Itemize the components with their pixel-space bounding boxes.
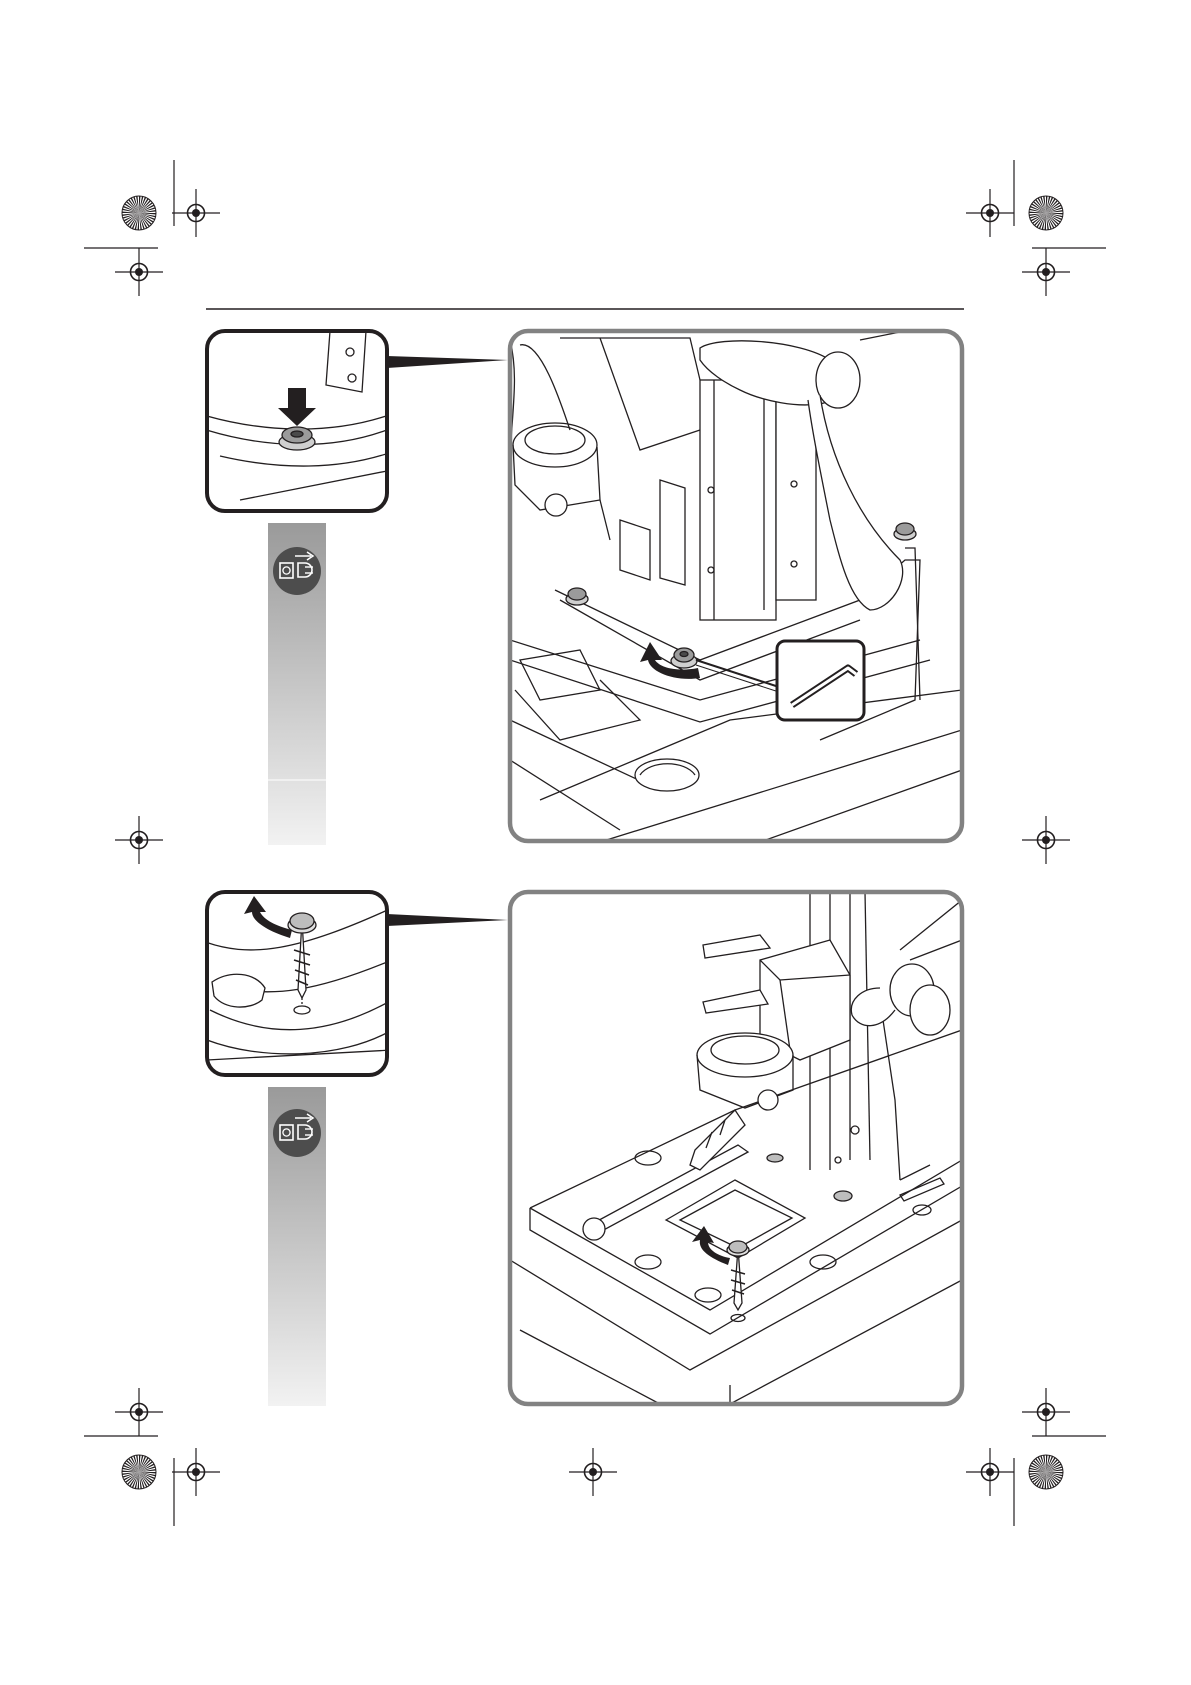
turn-arrow-icon — [244, 896, 292, 938]
hex-key-icon — [777, 641, 864, 720]
starburst-bottom-left — [122, 1455, 156, 1489]
down-arrow-icon — [278, 388, 316, 426]
starburst-top-left — [122, 196, 156, 230]
unplug-power-icon — [273, 1109, 321, 1157]
starburst-top-right — [1029, 196, 1063, 230]
registration-mark-top-right-inner — [966, 189, 1014, 237]
registration-mark-bottom-left-outer — [115, 1388, 163, 1436]
starburst-bottom-right — [1029, 1455, 1063, 1489]
registration-mark-mid-right — [1022, 816, 1070, 864]
registration-mark-mid-left — [115, 816, 163, 864]
step-1-figure — [200, 331, 962, 845]
registration-mark-top-right-outer — [1022, 248, 1070, 296]
drill-stand-base-bolts-icon — [510, 331, 962, 842]
drill-stand-base-screw-icon — [510, 892, 962, 1404]
registration-mark-bottom-right-inner — [966, 1448, 1014, 1496]
registration-mark-bottom-right-outer — [1022, 1388, 1070, 1436]
step-2-callout-pointer — [387, 914, 508, 926]
unplug-power-icon — [273, 547, 321, 595]
step-2-sidebar — [268, 1087, 326, 1406]
wood-screw-turn-icon — [200, 892, 392, 1075]
push-screw-down-icon — [200, 331, 392, 511]
registration-mark-top-left-inner — [172, 189, 220, 237]
registration-mark-top-left-outer — [115, 248, 163, 296]
step-1-callout-pointer — [387, 356, 508, 368]
step-2-figure — [200, 892, 962, 1406]
step-1-sidebar — [268, 523, 326, 845]
registration-mark-bottom-left-inner — [172, 1448, 220, 1496]
registration-mark-bottom-center — [569, 1448, 617, 1496]
